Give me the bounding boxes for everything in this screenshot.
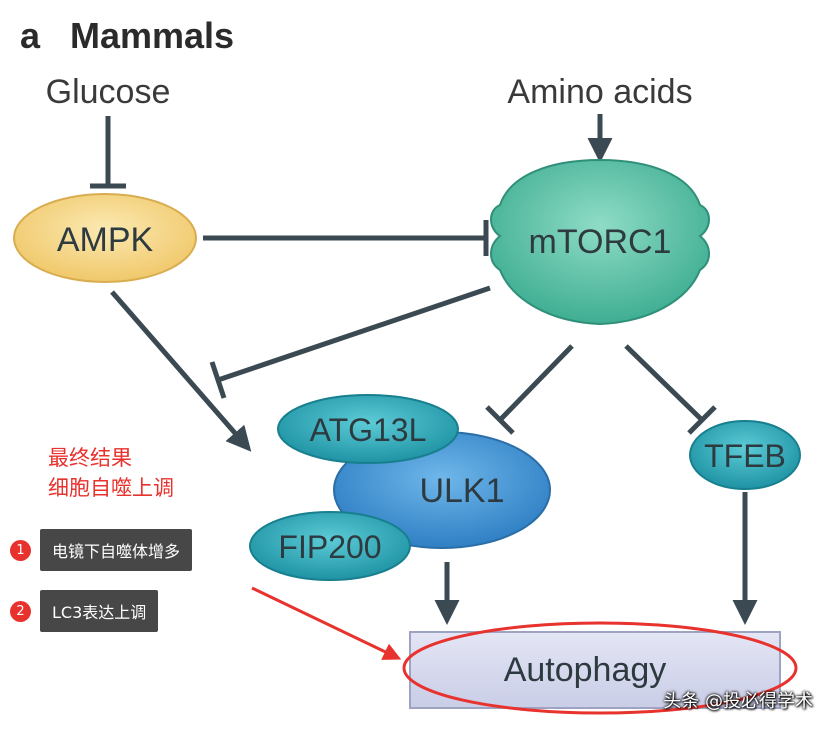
result-line-1: 最终结果	[48, 446, 132, 470]
atg13l-label: ATG13L	[310, 412, 427, 448]
ulk1-complex: ATG13L ULK1 FIP200	[249, 394, 551, 581]
edge-mtorc1-inhibits-ulk1	[217, 285, 491, 383]
edge-mtorc1-inhibits-tfeb	[624, 344, 704, 422]
edge-mtorc1-inhibits-ulk1-bar	[209, 361, 227, 399]
annotation-item-2: 2 LC3表达上调	[10, 590, 159, 632]
edge-mtorc1-inhibits-tfeb-bar	[687, 405, 717, 435]
autophagy-node: Autophagy	[409, 631, 781, 709]
panel-letter: a	[20, 15, 41, 56]
highlight-ellipse	[402, 621, 798, 715]
badge-number: 1	[10, 539, 31, 561]
autophagy-label: Autophagy	[504, 651, 667, 689]
annotation-item-1: 1 电镜下自噬体增多	[10, 529, 193, 571]
ampk-node: AMPK	[13, 193, 197, 283]
edge-mtorc1-inhibits-atg13l-bar	[485, 405, 515, 435]
ulk1-label: ULK1	[419, 472, 504, 510]
fip200-label: FIP200	[278, 529, 381, 565]
ampk-label: AMPK	[57, 221, 154, 259]
atg13l-node	[277, 394, 459, 464]
mtorc1-label: mTORC1	[529, 223, 672, 261]
watermark: 头条 @投必得学术	[663, 691, 813, 712]
panel-title: Mammals	[70, 15, 234, 56]
result-note: 最终结果 细胞自噬上调	[48, 443, 174, 503]
mtorc1-node: mTORC1	[490, 158, 710, 326]
edge-mtorc1-inhibits-atg13l	[498, 344, 574, 422]
badge-number: 2	[10, 600, 31, 622]
tfeb-node: TFEB	[689, 420, 801, 490]
edge-ampk-activates-ulk1	[110, 290, 252, 452]
tfeb-label: TFEB	[704, 438, 786, 474]
badge-text: 电镜下自噬体增多	[40, 529, 193, 571]
badge-text: LC3表达上调	[40, 590, 159, 632]
fip200-node	[249, 511, 411, 581]
amino-acids-label: Amino acids	[507, 73, 692, 111]
glucose-label: Glucose	[46, 73, 171, 111]
highlight-arrow	[251, 586, 402, 660]
result-line-2: 细胞自噬上调	[48, 476, 174, 500]
